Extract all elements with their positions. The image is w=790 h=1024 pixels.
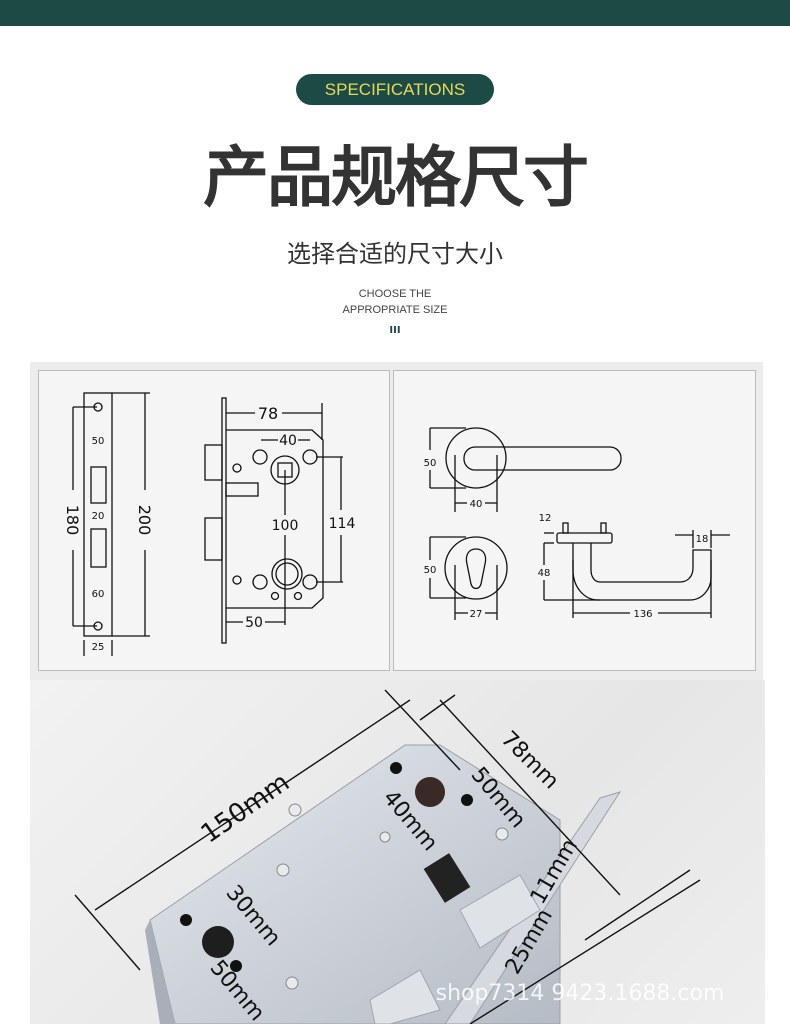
photo-dimension-lines <box>74 689 701 1024</box>
dim-plate-height: 200 <box>135 505 154 536</box>
dim-plate-top: 50 <box>92 436 105 447</box>
watermark: shop7314 9423.1688.com <box>436 981 725 1006</box>
spindle-hole <box>415 777 445 807</box>
dim-backset: 50 <box>245 615 263 631</box>
specifications-badge: SPECIFICATIONS <box>296 74 494 105</box>
page-title: 产品规格尺寸 <box>203 139 589 216</box>
dim-center-distance: 100 <box>272 518 299 534</box>
lock-drawing <box>72 392 343 656</box>
lock-body <box>149 744 561 1024</box>
lock-dimension-labels: 50 20 60 25 180 200 78 40 100 114 50 <box>63 404 355 653</box>
dim-plate-mid: 20 <box>92 511 105 522</box>
dim-lever-diameter: 18 <box>696 534 709 545</box>
photo-dim-width: 78mm <box>496 727 564 795</box>
handle-drawing-box <box>393 370 756 671</box>
dim-hole-vertical: 114 <box>329 516 356 532</box>
dim-plate-width: 25 <box>92 642 105 653</box>
lock-photo-illustration: 150mm 78mm 50mm 40mm 11mm 30mm 25mm 50mm… <box>74 689 725 1024</box>
dim-rose-width: 40 <box>470 499 483 510</box>
dim-projection: 48 <box>538 568 551 579</box>
english-caption-1: CHOOSE THE <box>358 288 432 300</box>
lock-body-edge <box>145 920 175 1024</box>
page-subtitle: 选择合适的尺寸大小 <box>287 240 503 268</box>
dim-base-thickness: 12 <box>539 513 552 524</box>
dim-hole-span: 40 <box>279 433 297 449</box>
mount-holes <box>180 762 473 972</box>
dim-plate-bottom: 60 <box>92 589 105 600</box>
divider-mark: III <box>389 325 401 336</box>
dim-screw-span: 180 <box>63 505 82 536</box>
dim-escutcheon-height: 50 <box>424 565 437 576</box>
handle-drawing <box>429 427 730 620</box>
lock-drawing-box <box>38 370 390 671</box>
dim-lever-length: 136 <box>633 609 652 620</box>
english-caption-2: APPROPRIATE SIZE <box>342 304 448 316</box>
cylinder-hole <box>202 926 234 958</box>
latch-bolt <box>459 874 541 949</box>
dim-rose-height: 50 <box>424 458 437 469</box>
handle-dimension-labels: 50 40 50 27 12 48 136 18 <box>424 458 709 620</box>
dead-bolt <box>369 969 441 1024</box>
top-banner <box>0 0 790 26</box>
screws <box>276 803 509 990</box>
dim-escutcheon-width: 27 <box>470 609 483 620</box>
bolt-slot <box>423 853 471 903</box>
dim-body-width: 78 <box>258 404 278 423</box>
